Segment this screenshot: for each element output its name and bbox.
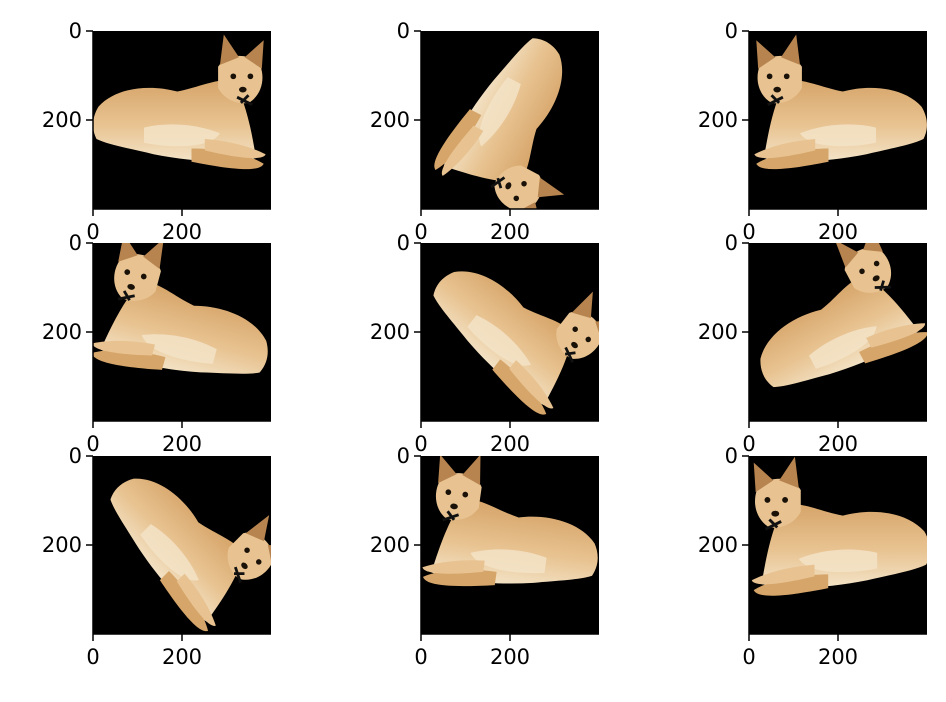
- x-tick-label: 200: [490, 432, 530, 456]
- x-tick-label: 0: [414, 220, 427, 244]
- subplot-row1-col2: 0 200 0 200: [370, 19, 599, 244]
- subplot-row2-col2: 0 200 0 200: [370, 231, 599, 456]
- x-tick-label: 200: [818, 220, 858, 244]
- y-tick-label: 200: [698, 108, 738, 132]
- x-tick-label: 0: [86, 220, 99, 244]
- subplot-row1-col3: 0 200 0 200: [698, 19, 927, 244]
- x-tick-label: 0: [742, 645, 755, 669]
- y-tick-label: 0: [397, 444, 410, 468]
- subplot-row3-col1: 0 200 0 200: [42, 444, 271, 669]
- y-tick-label: 200: [698, 533, 738, 557]
- y-tick-label: 0: [69, 19, 82, 43]
- y-tick-label: 200: [42, 108, 82, 132]
- x-tick-label: 200: [162, 645, 202, 669]
- x-tick-label: 200: [162, 220, 202, 244]
- y-tick-label: 0: [725, 19, 738, 43]
- x-tick-label: 200: [490, 220, 530, 244]
- y-tick-label: 200: [698, 320, 738, 344]
- x-tick-label: 0: [414, 645, 427, 669]
- x-tick-label: 200: [162, 432, 202, 456]
- y-tick-label: 0: [725, 231, 738, 255]
- subplot-row3-col2: 0 200 0 200: [370, 444, 599, 669]
- subplot-row2-col3: 0 200 0 200: [698, 231, 927, 456]
- y-tick-label: 200: [370, 533, 410, 557]
- x-tick-label: 0: [742, 220, 755, 244]
- subplot-row2-col1: 0 200 0 200: [42, 231, 271, 456]
- subplot-row3-col3: 0 200 0 200: [698, 444, 927, 669]
- y-tick-label: 200: [370, 108, 410, 132]
- x-tick-label: 200: [818, 645, 858, 669]
- y-tick-label: 0: [69, 231, 82, 255]
- x-tick-label: 0: [86, 645, 99, 669]
- subplot-row1-col1: 0 200 0 200: [42, 19, 271, 244]
- y-tick-label: 0: [69, 444, 82, 468]
- y-tick-label: 0: [725, 444, 738, 468]
- x-tick-label: 0: [414, 432, 427, 456]
- y-tick-label: 200: [42, 533, 82, 557]
- y-tick-label: 200: [370, 320, 410, 344]
- x-tick-label: 200: [490, 645, 530, 669]
- y-tick-label: 200: [42, 320, 82, 344]
- x-tick-label: 0: [86, 432, 99, 456]
- y-tick-label: 0: [397, 19, 410, 43]
- x-tick-label: 200: [818, 432, 858, 456]
- x-tick-label: 0: [742, 432, 755, 456]
- y-tick-label: 0: [397, 231, 410, 255]
